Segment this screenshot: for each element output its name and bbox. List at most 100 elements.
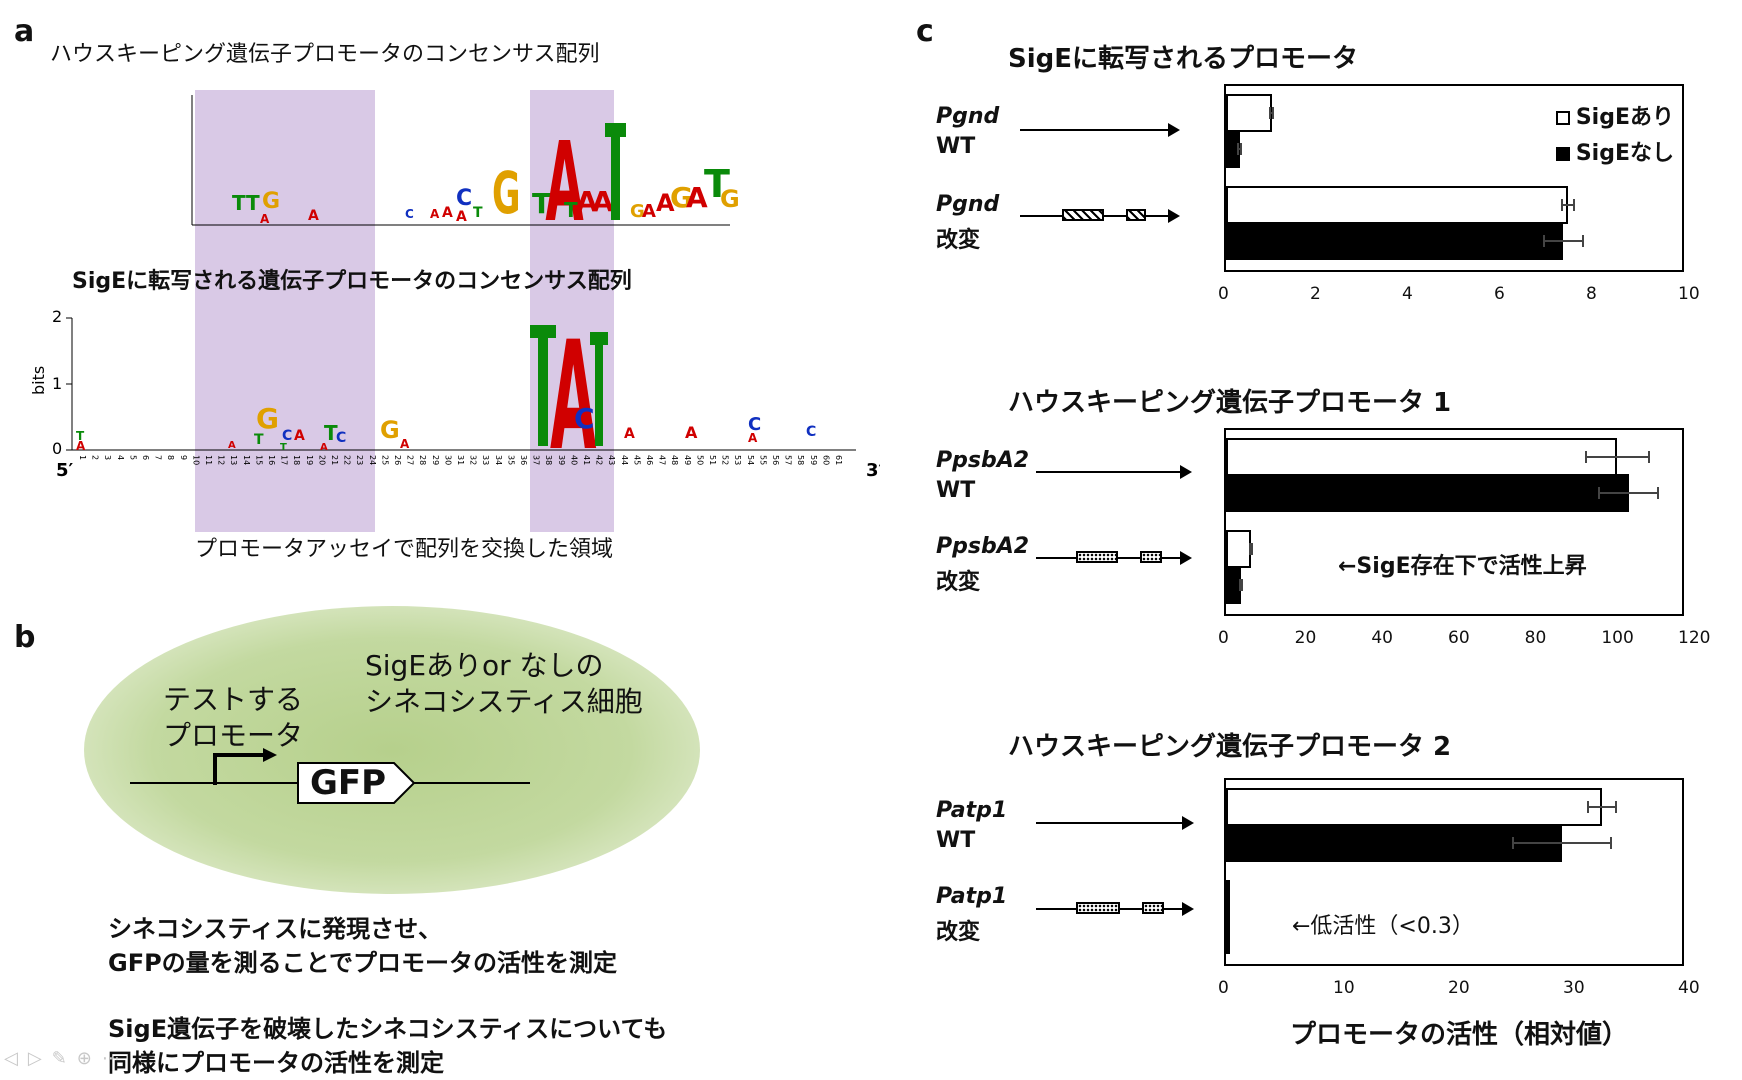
- svg-text:C: C: [574, 402, 595, 435]
- position-label: 23: [355, 455, 364, 465]
- svg-text:T: T: [232, 191, 246, 215]
- position-label: 7: [154, 455, 163, 460]
- panel-a-title-top: ハウスキーピング遺伝子プロモータのコンセンサス配列: [50, 42, 600, 67]
- position-label: 4: [116, 455, 125, 460]
- panel-c-letter: c: [916, 14, 934, 49]
- position-label: 13: [229, 455, 238, 465]
- position-label: 51: [708, 455, 717, 465]
- position-label: 26: [393, 455, 402, 465]
- chart2-wt-construct-arrow: [1036, 465, 1192, 479]
- error-bar: [1542, 235, 1584, 247]
- position-label: 37: [532, 455, 541, 465]
- promoter-arrow-icon: [213, 748, 277, 785]
- svg-text:A: A: [308, 208, 319, 224]
- chart3-annotation: ←低活性（<0.3）: [1292, 914, 1474, 939]
- position-label: 15: [254, 455, 263, 465]
- chart2-cat1-sub: WT: [936, 478, 976, 503]
- cell-ellipse: [84, 606, 700, 894]
- position-label: 27: [406, 455, 415, 465]
- bar-without-sige: [1226, 474, 1629, 512]
- position-label: 57: [784, 455, 793, 465]
- zoom-icon[interactable]: ⊕: [76, 1048, 102, 1069]
- next-slide-icon[interactable]: ▷: [27, 1048, 52, 1069]
- position-label: 28: [418, 455, 427, 465]
- svg-text:G: G: [256, 402, 279, 435]
- menu-icon[interactable]: ⋯: [101, 1048, 130, 1069]
- position-label: 18: [292, 455, 301, 465]
- svg-text:T: T: [704, 162, 730, 206]
- x-tick-label: 60: [1448, 628, 1470, 648]
- position-label: 35: [506, 455, 515, 465]
- position-label: 25: [380, 455, 389, 465]
- chart2-annotation: ←SigE存在下で活性上昇: [1338, 554, 1587, 579]
- sige-sequence-logo: 2 1 0 bits T A A G T C A T T C A G A A C…: [30, 307, 880, 480]
- svg-text:T: T: [254, 432, 264, 448]
- position-label: 43: [607, 455, 616, 465]
- bar-with-sige: [1226, 438, 1618, 476]
- chart1-cat2-name: Pgnd: [936, 192, 1000, 217]
- svg-text:T: T: [324, 421, 338, 445]
- ytick-1: 1: [52, 374, 62, 393]
- position-label: 61: [834, 455, 843, 465]
- position-label: 48: [670, 455, 679, 465]
- chart2-cat2-sub: 改変: [936, 570, 981, 595]
- position-label: 14: [242, 455, 251, 465]
- chart-legend: SigEあり SigEなし: [1555, 100, 1674, 172]
- chart1-wt-construct-arrow: [1020, 123, 1180, 137]
- position-label: 8: [166, 455, 175, 460]
- slide-nav-controls[interactable]: ◁▷✎⊕⋯: [4, 1048, 130, 1069]
- panel-b-letter: b: [14, 620, 36, 655]
- bar-with-sige: [1226, 94, 1272, 132]
- svg-text:A: A: [260, 212, 270, 226]
- x-tick-label: 6: [1494, 284, 1505, 304]
- pen-icon[interactable]: ✎: [51, 1048, 77, 1069]
- svg-text:G: G: [262, 189, 280, 214]
- chart1-cat2-sub: 改変: [936, 228, 981, 253]
- svg-text:C: C: [336, 430, 346, 446]
- chart1-cat1-name: Pgnd: [936, 104, 1000, 129]
- chart3-plot-area: ←低活性（<0.3）: [1224, 778, 1684, 966]
- position-label: 44: [620, 455, 629, 465]
- x-tick-label: 0: [1218, 284, 1229, 304]
- svg-text:A: A: [592, 185, 614, 218]
- svg-text:A: A: [545, 119, 583, 247]
- position-label: 58: [796, 455, 805, 465]
- bar-without-sige: [1226, 824, 1563, 862]
- chart3-cat2-sub: 改変: [936, 920, 981, 945]
- svg-text:G: G: [630, 201, 645, 222]
- chart2-plot-area: ←SigE存在下で活性上昇: [1224, 428, 1684, 616]
- position-label: 47: [658, 455, 667, 465]
- error-bar: [1585, 451, 1650, 463]
- chart3-mutation-box-2: [1142, 902, 1164, 914]
- svg-text:A: A: [642, 201, 656, 222]
- three-prime-label: 3′: [866, 460, 880, 480]
- position-label: 36: [519, 455, 528, 465]
- position-label: 12: [217, 455, 226, 465]
- prev-slide-icon[interactable]: ◁: [4, 1048, 28, 1069]
- x-tick-label: 20: [1448, 978, 1470, 998]
- bar-without-sige: [1226, 916, 1230, 954]
- error-bar: [1598, 487, 1660, 499]
- svg-text:C: C: [405, 207, 414, 221]
- position-label: 33: [481, 455, 490, 465]
- svg-text:A: A: [748, 431, 758, 445]
- position-label: 54: [746, 455, 755, 465]
- svg-text:T: T: [280, 442, 287, 453]
- svg-text:A: A: [400, 437, 410, 451]
- x-tick-label: 0: [1218, 628, 1229, 648]
- cell-label: SigEありor なしの シネコシスティス細胞: [365, 649, 643, 718]
- position-label: 41: [582, 455, 591, 465]
- bar-with-sige: [1226, 530, 1251, 568]
- chart2-mutation-box-2: [1140, 551, 1162, 563]
- svg-text:T: T: [532, 187, 551, 220]
- svg-text:C: C: [806, 424, 816, 440]
- error-bar: [1512, 837, 1613, 849]
- x-tick-label: 30: [1563, 978, 1585, 998]
- svg-text:A: A: [442, 205, 453, 221]
- knockout-description: SigE遺伝子を破壊したシネコシスティスについても 同様にプロモータの活性を測定: [108, 1015, 668, 1077]
- position-label: 46: [645, 455, 654, 465]
- position-label: 30: [443, 455, 452, 465]
- chart3-cat2-name: Patp1: [936, 884, 1008, 909]
- legend-without-sige: SigEなし: [1555, 136, 1674, 172]
